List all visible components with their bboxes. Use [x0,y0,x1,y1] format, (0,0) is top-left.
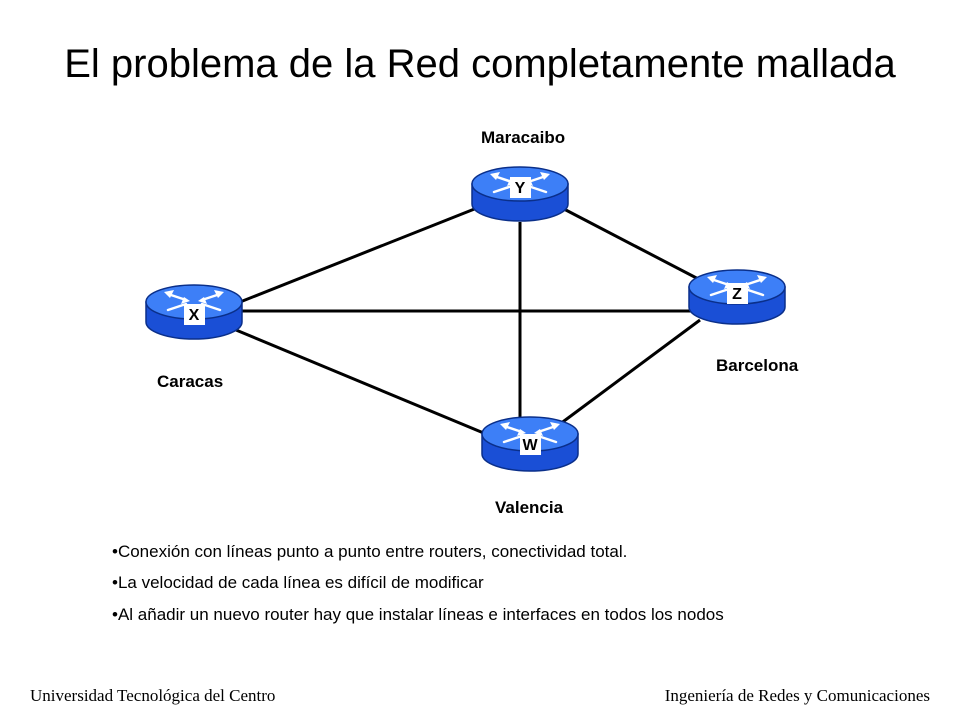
router-y: Y [470,165,570,223]
router-w: W [480,415,580,473]
mesh-links [234,204,709,436]
router-x: X [144,283,244,341]
city-label-caracas: Caracas [157,372,224,391]
link-z-w [559,318,701,426]
city-label-barcelona: Barcelona [716,356,799,375]
router-y-id: Y [515,180,526,197]
bullet-item: Al añadir un nuevo router hay que instal… [112,605,724,625]
router-z: Z [687,268,787,326]
link-y-z [561,206,709,286]
footer-course: Ingeniería de Redes y Comunicaciones [664,686,930,705]
city-label-valencia: Valencia [495,498,564,517]
link-x-w [235,328,487,436]
bullet-list: Conexión con líneas punto a punto entre … [112,542,724,636]
link-x-y [234,204,483,306]
bullet-item: La velocidad de cada línea es difícil de… [112,573,724,593]
footer-institution: Universidad Tecnológica del Centro [30,686,276,705]
router-w-id: W [522,437,538,454]
router-z-id: Z [732,286,742,303]
city-label-maracaibo: Maracaibo [481,128,566,147]
slide-title: El problema de la Red completamente mall… [64,42,896,86]
bullet-item: Conexión con líneas punto a punto entre … [112,542,724,562]
router-x-id: X [189,307,200,324]
